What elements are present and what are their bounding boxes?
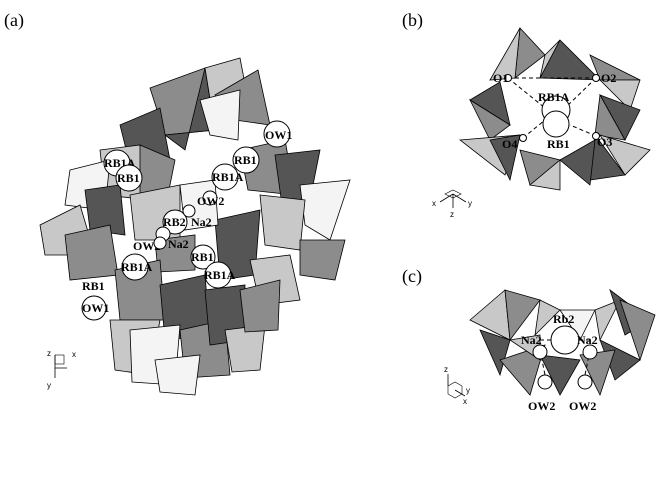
atom-ow1-top: [263, 120, 291, 148]
atom-rb1a-left-bottom: [121, 253, 149, 281]
atom-rb1a-right-bottom: [204, 261, 232, 289]
panel-c-axis-y: y: [466, 386, 470, 395]
atom-label-o2: O2: [601, 71, 616, 85]
panel-c-bonds: [539, 339, 591, 376]
atom-ow2-top: [202, 190, 218, 206]
atom-ow2-c-right: [577, 374, 593, 390]
atom-rb1a-center: [211, 163, 239, 191]
panel-b-axis-y: y: [468, 199, 472, 208]
atom-label-ow1-top: OW1: [265, 128, 292, 142]
panel-b: (b) O: [402, 10, 651, 219]
panel-b-tetrahedra: [458, 27, 651, 191]
panel-b-label: (b): [402, 10, 423, 31]
panel-c-label: (c): [402, 266, 422, 287]
atom-na2-c-left: [532, 344, 548, 360]
atom-label-o4: O4: [502, 137, 517, 151]
atom-label-na2-c-left: Na2: [521, 333, 542, 347]
atom-ow2-c-left: [537, 374, 553, 390]
atom-label-rb1-left: RB1: [117, 171, 140, 185]
atom-label-ow2-top: OW2: [197, 194, 224, 208]
atom-label-o3: O3: [597, 135, 612, 149]
panel-a-axis-z: z: [47, 349, 51, 358]
panel-a-axes: z x y: [47, 349, 76, 390]
atom-label-rb1a-right-bottom: RB1A: [204, 268, 236, 282]
atom-na2-top: [182, 204, 196, 218]
atom-o1: [504, 74, 512, 82]
atom-label-rb1-top-right: RB1: [234, 153, 257, 167]
atom-o2: [592, 74, 600, 82]
atom-label-na2-bottom: Na2: [168, 237, 189, 251]
atom-rb1-top-right: [232, 146, 260, 174]
atom-label-rb1-center-bottom: RB1: [191, 250, 214, 264]
panel-b-atoms: O1 O2 RB1A O4 RB1 O3: [493, 71, 616, 151]
atom-label-rb2-c: Rb2: [553, 312, 574, 326]
panel-b-bonds: [507, 77, 597, 139]
panel-c-axis-z: z: [444, 365, 448, 374]
atom-label-o1: O1: [493, 71, 508, 85]
atom-label-ow2-c-left: OW2: [528, 399, 555, 413]
atom-na2-bottom: [153, 236, 167, 250]
panel-c-tetrahedra: [469, 288, 656, 397]
atom-rb2: [162, 209, 188, 235]
panel-b-axis-x: x: [432, 199, 436, 208]
atom-label-rb1a-left-bottom: RB1A: [121, 260, 153, 274]
atom-label-rb1a-center: RB1A: [212, 170, 244, 184]
atom-label-ow2-c-right: OW2: [569, 399, 596, 413]
atom-label-rb1a-b: RB1A: [538, 90, 570, 104]
atom-rb1-center-bottom: [190, 244, 216, 270]
panel-a-axis-y: y: [47, 381, 51, 390]
atom-ow1-bottom: [81, 295, 107, 321]
panel-c: (c) Rb2 Na2: [402, 266, 656, 413]
atom-label-rb2: RB2: [163, 215, 186, 229]
panel-b-axes: x z y: [432, 189, 472, 219]
panel-b-axis-z: z: [450, 210, 454, 219]
atom-rb2-c: [550, 325, 580, 355]
panel-c-axis-x: x: [463, 397, 467, 406]
atom-label-na2-top: Na2: [191, 215, 212, 229]
atom-o3: [592, 132, 600, 140]
panel-a-label: (a): [4, 10, 24, 31]
panel-c-atoms: Rb2 Na2 Na2 OW2 OW2: [521, 312, 598, 413]
atom-rb1-b: [542, 110, 570, 138]
atom-rb1-left: [115, 164, 143, 192]
atom-label-rb1-b: RB1: [547, 137, 570, 151]
atom-label-ow2-bottom: OW2: [133, 239, 160, 253]
atom-label-na2-c-right: Na2: [577, 333, 598, 347]
panel-a-axis-x: x: [72, 350, 76, 359]
atom-na2-c-right: [582, 344, 598, 360]
atom-label-ow1-bottom: OW1: [82, 301, 109, 315]
atom-o4: [519, 134, 527, 142]
panel-a-tetrahedra: [39, 57, 351, 396]
panel-c-axes: z y x: [444, 365, 470, 406]
panel-a: (a): [4, 10, 351, 396]
atom-label-rb1-far-left: RB1: [82, 279, 105, 293]
panel-a-atoms: OW1 RB1A RB1 RB1 RB1A OW2 RB2 Na2 OW2 Na…: [81, 120, 292, 321]
